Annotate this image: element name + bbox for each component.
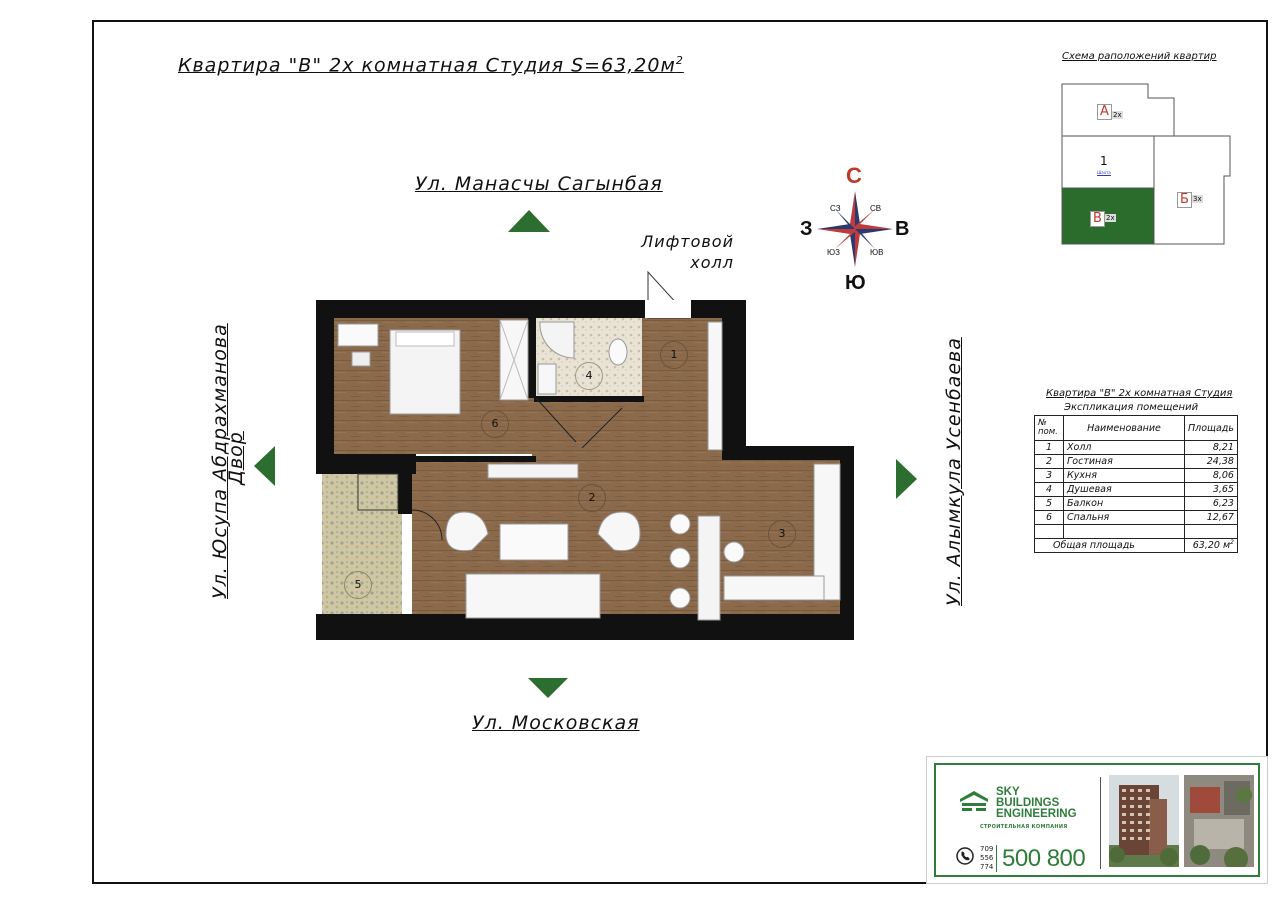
phone-number[interactable]: 500 800: [1002, 845, 1086, 872]
room-number-3: 3: [768, 520, 796, 548]
compass-se: ЮВ: [870, 248, 884, 257]
room-number-6: 6: [481, 410, 509, 438]
phone-prefix: 709 556 774: [980, 845, 998, 872]
arrow-west-icon: [254, 446, 275, 486]
brand-name: SKY BUILDINGS ENGINEERING: [996, 786, 1077, 820]
drawing-frame: [92, 20, 1268, 884]
phone-icon: [956, 847, 974, 865]
table-empty-row: [1034, 524, 1238, 539]
street-north: Ул. Манасчы Сагынбая: [415, 173, 663, 195]
row-number: 6: [1034, 510, 1064, 525]
building-photo: [1109, 775, 1179, 867]
plan-title: Квартира "В" 2х комнатная Студия S=63,20…: [178, 54, 684, 77]
table-total-row: Общая площадь 63,20 м2: [1034, 538, 1238, 553]
banner-divider: [1100, 777, 1101, 869]
row-number: 3: [1034, 468, 1064, 483]
schema-hall-caption: Шахта: [1097, 170, 1111, 175]
yard-label: Двор: [225, 431, 247, 485]
row-number: 2: [1034, 454, 1064, 469]
row-name: Кухня: [1063, 468, 1185, 483]
schema-apt-v: В: [1090, 211, 1105, 227]
total-value: 63,20 м2: [1184, 538, 1238, 553]
schema-apt-a-tag: 2х: [1112, 111, 1123, 119]
row-number: 4: [1034, 482, 1064, 497]
arrow-east-icon: [896, 459, 917, 499]
header-area: Площадь: [1184, 415, 1238, 441]
room-number-4: 4: [575, 362, 603, 390]
row-name: Балкон: [1063, 496, 1185, 511]
company-banner: SKY BUILDINGS ENGINEERING СТРОИТЕЛЬНАЯ К…: [926, 756, 1268, 884]
schema-apt-a: А: [1097, 104, 1112, 120]
arrow-south-icon: [528, 678, 568, 698]
row-area: 12,67: [1184, 510, 1238, 525]
row-name: Гостиная: [1063, 454, 1185, 469]
explication-title: Квартира "В" 2х комнатная Студия: [1046, 388, 1233, 399]
street-south: Ул. Московская: [472, 712, 640, 734]
header-number: № пом.: [1034, 415, 1064, 441]
apartment-schema: [1061, 83, 1231, 245]
table-header-row: № пом. Наименование Площадь: [1034, 415, 1238, 441]
compass-south: Ю: [845, 272, 866, 294]
schema-apt-b-tag: 3х: [1192, 195, 1203, 203]
row-area: 24,38: [1184, 454, 1238, 469]
header-name: Наименование: [1063, 415, 1185, 441]
schema-apt-v-tag: 2х: [1105, 214, 1116, 222]
compass-sw: ЮЗ: [827, 248, 840, 257]
row-number: 5: [1034, 496, 1064, 511]
aerial-photo: [1184, 775, 1254, 867]
row-area: 8,21: [1184, 440, 1238, 455]
explication-subtitle: Экспликация помещений: [1064, 402, 1199, 413]
logo-icon: [960, 791, 988, 811]
row-number: 1: [1034, 440, 1064, 455]
schema-title: Схема раположений квартир: [1062, 51, 1217, 62]
banner-inner: SKY BUILDINGS ENGINEERING СТРОИТЕЛЬНАЯ К…: [934, 763, 1260, 877]
row-area: 3,65: [1184, 482, 1238, 497]
compass-nw: СЗ: [830, 204, 841, 213]
row-name: Холл: [1063, 440, 1185, 455]
compass-east: В: [895, 218, 910, 240]
schema-hall-number: 1: [1100, 154, 1108, 168]
compass-north: С: [846, 163, 862, 188]
row-name: Спальня: [1063, 510, 1185, 525]
compass-rose-icon: [817, 191, 893, 267]
row-area: 8,06: [1184, 468, 1238, 483]
room-number-5: 5: [344, 571, 372, 599]
compass-ne: СВ: [870, 204, 882, 213]
floor-plan: [316, 270, 854, 640]
row-name: Душевая: [1063, 482, 1185, 497]
compass-west: З: [800, 218, 813, 240]
brand-tagline: СТРОИТЕЛЬНАЯ КОМПАНИЯ: [980, 824, 1068, 830]
row-area: 6,23: [1184, 496, 1238, 511]
street-east: Ул. Алымкула Усенбаева: [943, 337, 965, 606]
room-number-2: 2: [578, 484, 606, 512]
total-label: Общая площадь: [1034, 538, 1185, 553]
schema-apt-b: Б: [1177, 192, 1192, 208]
arrow-north-icon: [508, 210, 550, 232]
room-number-1: 1: [660, 341, 688, 369]
